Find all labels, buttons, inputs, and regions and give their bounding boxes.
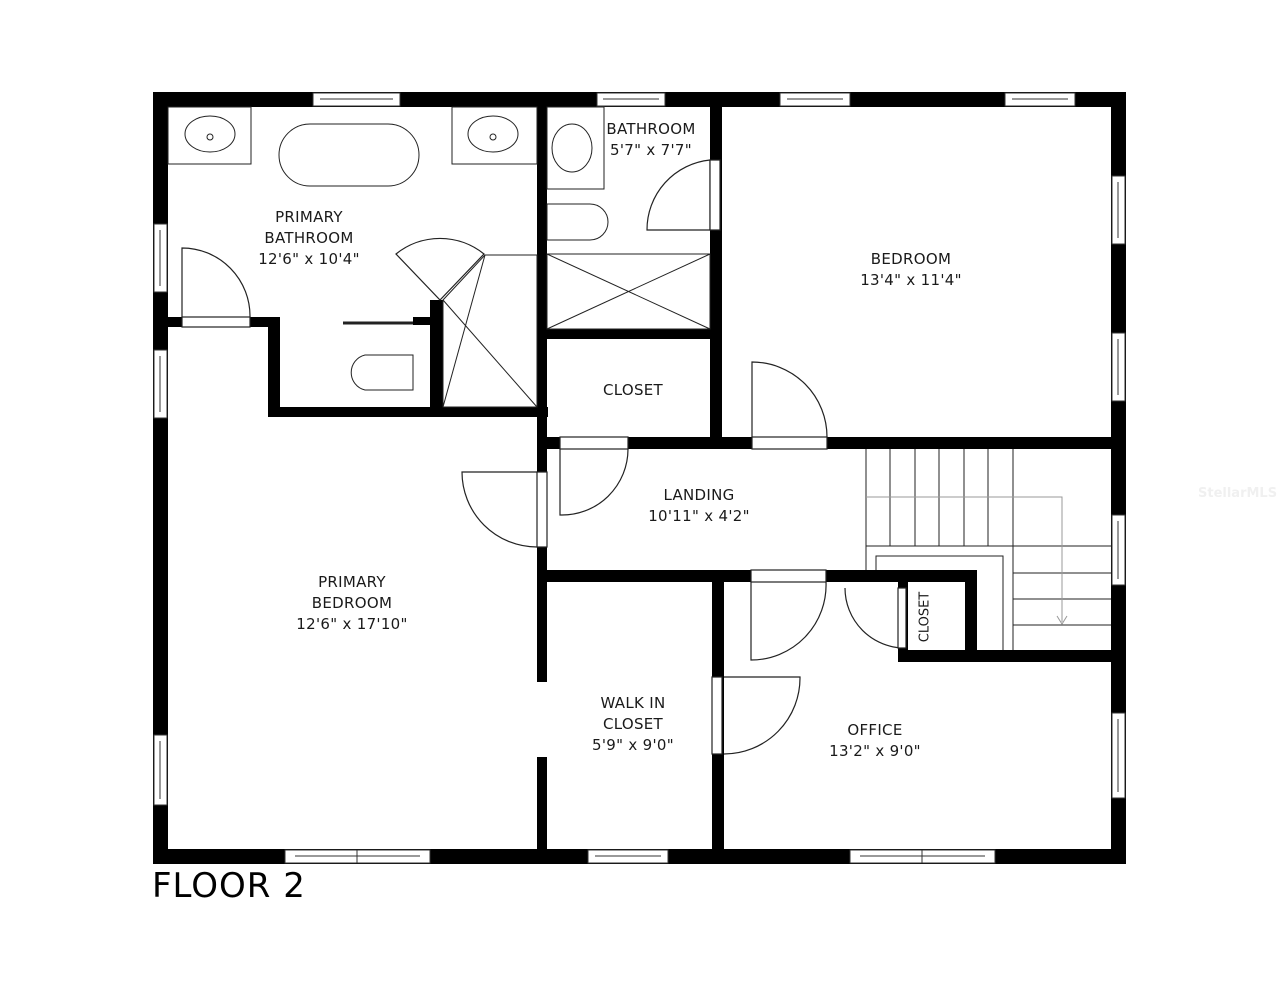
room-label-primary-bathroom: PRIMARY BATHROOM 12'6" x 10'4" xyxy=(258,208,360,268)
room-label-primary-bedroom: PRIMARY BEDROOM 12'6" x 17'10" xyxy=(296,573,408,633)
staircase xyxy=(865,449,1111,650)
room-label-office-closet: CLOSET xyxy=(917,591,933,643)
watermark: StellarMLS xyxy=(1198,486,1278,501)
room-label-office: OFFICE 13'2" x 9'0" xyxy=(829,721,921,760)
room-label-walk-in-closet: WALK IN CLOSET 5'9" x 9'0" xyxy=(592,694,674,754)
room-label-closet: CLOSET xyxy=(602,381,664,399)
doors xyxy=(181,159,907,755)
floor-title: FLOOR 2 xyxy=(152,866,306,906)
windows xyxy=(153,92,1126,864)
room-label-bathroom: BATHROOM 5'7" x 7'7" xyxy=(606,120,696,159)
fixtures xyxy=(167,106,711,408)
room-label-landing: LANDING 10'11" x 4'2" xyxy=(648,486,750,525)
room-label-bedroom: BEDROOM 13'4" x 11'4" xyxy=(860,250,962,289)
